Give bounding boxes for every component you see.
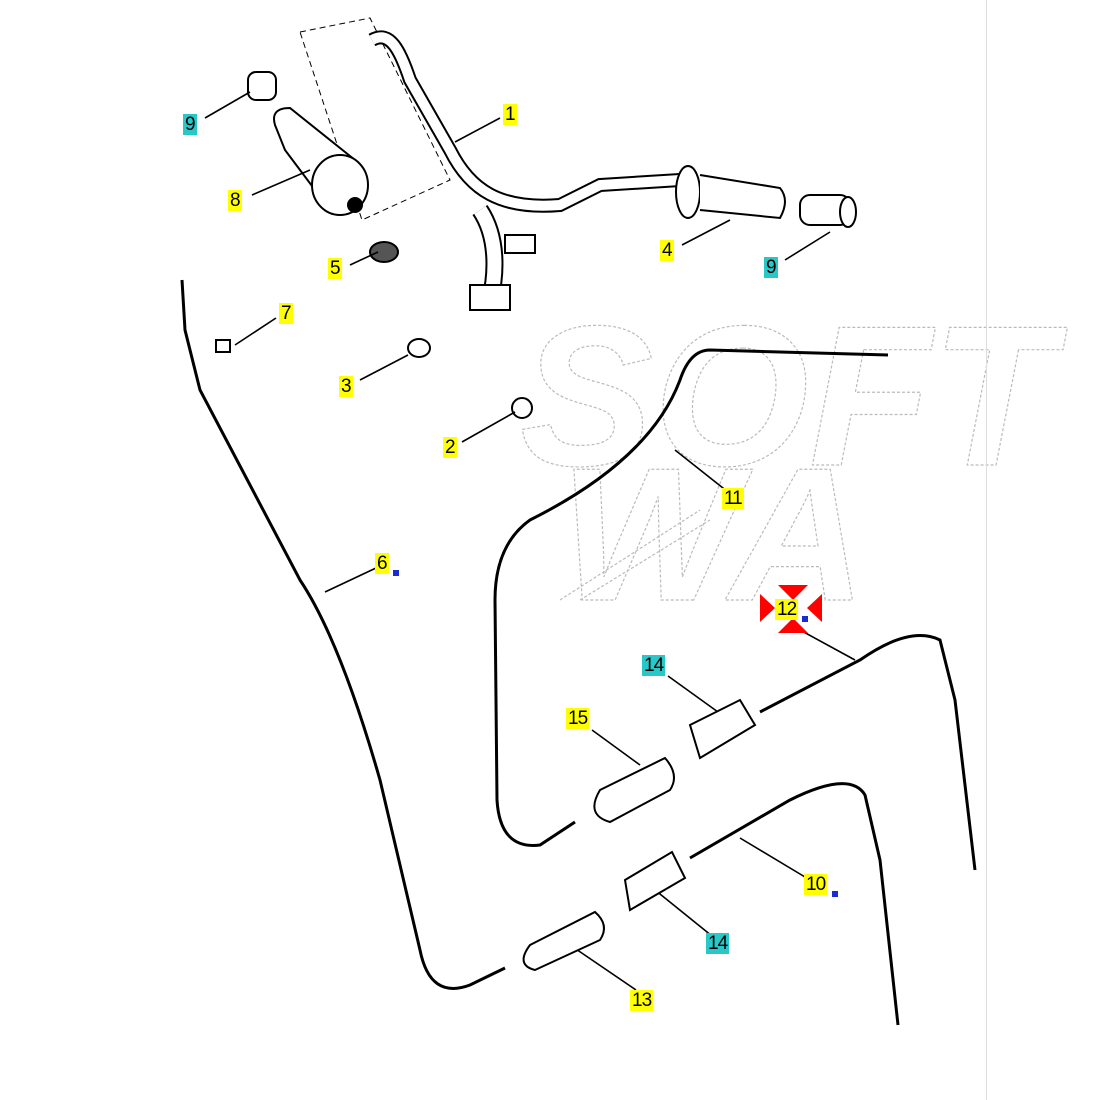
throttle-grip [247,71,369,216]
callout-4[interactable]: 4 [660,240,674,261]
callout-7[interactable]: 7 [279,303,293,324]
callout-8[interactable]: 8 [228,190,242,211]
marker-dot [832,891,838,897]
marker-dot [802,616,808,622]
boot-13 [522,910,605,972]
callout-3[interactable]: 3 [339,376,353,397]
callout-14-upper[interactable]: 14 [642,655,666,676]
callout-9-left[interactable]: 9 [183,114,197,135]
nut [407,338,431,358]
marker-dot [393,570,399,576]
callout-12[interactable]: 12 [775,599,799,620]
handlebar [368,30,681,311]
cable-11 [493,348,889,847]
callout-11[interactable]: 11 [722,488,744,509]
watermark-line-2: WA [560,429,866,641]
bolt [511,397,533,419]
callout-15[interactable]: 15 [566,708,590,729]
boot-15 [593,756,675,824]
callout-6[interactable]: 6 [375,553,389,574]
adjuster-14-lower [623,850,687,912]
adjuster-14-upper [688,698,757,760]
callout-13[interactable]: 13 [630,990,654,1011]
screw [215,339,231,353]
right-grip [675,165,857,228]
cable-6 [180,279,506,990]
callout-10[interactable]: 10 [804,874,828,895]
callout-2[interactable]: 2 [443,437,457,458]
cable-12 [759,634,977,871]
cable-10 [689,782,900,1026]
callout-5[interactable]: 5 [328,258,342,279]
callout-1[interactable]: 1 [503,104,517,125]
callout-9-right[interactable]: 9 [764,257,778,278]
washer [369,241,399,263]
divider [986,0,987,1100]
callout-14-lower[interactable]: 14 [706,933,730,954]
leader-lines [204,91,856,991]
